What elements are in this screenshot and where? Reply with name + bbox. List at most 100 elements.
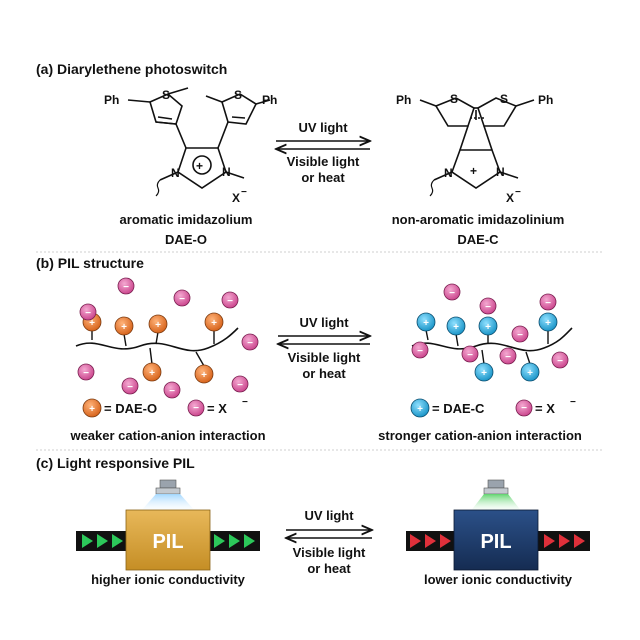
svg-text:−: − — [193, 403, 199, 414]
cation-open-sign: + — [149, 368, 155, 379]
n-label: N — [222, 165, 231, 179]
cation-open-sign: + — [155, 320, 161, 331]
pil-label-left: PIL — [152, 531, 183, 553]
anion-sign: − — [557, 356, 563, 367]
legend-anion-left — [187, 399, 205, 417]
legend-x-right: = X — [535, 401, 555, 416]
flow-arrow-icon — [112, 534, 123, 548]
flow-arrow-icon — [544, 534, 555, 548]
minus-sup: − — [570, 397, 576, 408]
anion-sign: − — [485, 302, 491, 313]
caption-stronger: stronger cation-anion interaction — [378, 428, 582, 443]
legend-right: + = DAE-C − = X − — [410, 397, 576, 418]
anion — [241, 333, 259, 351]
lamp-green — [487, 479, 505, 489]
arrows-c — [286, 530, 372, 538]
n-label: N — [444, 166, 453, 180]
flow-arrow-icon — [244, 534, 255, 548]
dae-c-name: DAE-C — [457, 232, 499, 247]
ions-left: ++++++−−−−−−−−− — [77, 277, 259, 399]
anion-sign: − — [237, 380, 243, 391]
arrows-b — [278, 336, 370, 344]
caption-lower: lower ionic conductivity — [424, 572, 573, 587]
legend-dae-c: = DAE-C — [432, 401, 485, 416]
cation-open-sign: + — [89, 318, 95, 329]
flow-arrow-icon — [229, 534, 240, 548]
cation-closed-sign: + — [485, 322, 491, 333]
cation-open — [204, 312, 224, 332]
uv-light-label: UV light — [304, 508, 354, 523]
cation-closed — [478, 316, 498, 336]
anion-sign: − — [247, 338, 253, 349]
ions-right: ++++++−−−−−−−− — [411, 283, 569, 382]
section-a-heading: (a) Diarylethene photoswitch — [36, 61, 227, 77]
cation-open-sign: + — [121, 322, 127, 333]
chain-branches-right — [425, 329, 549, 365]
green-arrows — [214, 534, 255, 548]
anion-sign: − — [449, 288, 455, 299]
anion — [173, 289, 191, 307]
svg-text:+: + — [89, 404, 95, 415]
anion-sign: − — [123, 282, 129, 293]
cation-closed-sign: + — [453, 322, 459, 333]
cation-closed — [416, 312, 436, 332]
anion — [443, 283, 461, 301]
cation-closed — [520, 362, 540, 382]
arrows-a — [276, 141, 370, 149]
cation-open — [148, 314, 168, 334]
n-label: N — [171, 166, 180, 180]
section-c-heading: (c) Light responsive PIL — [36, 455, 195, 471]
svg-text:+: + — [417, 404, 423, 415]
minus-sup: − — [241, 187, 247, 198]
anion — [461, 345, 479, 363]
visible-light-label: Visible light — [288, 350, 361, 365]
plus-label: + — [470, 164, 477, 178]
chain-branches-left — [91, 330, 215, 367]
cation-closed-sign: + — [481, 368, 487, 379]
legend-left: + = DAE-O − = X − — [82, 397, 248, 418]
dae-o-desc: aromatic imidazolium — [120, 212, 253, 227]
anion — [79, 303, 97, 321]
minus-sup: − — [242, 397, 248, 408]
s-label: S — [162, 88, 170, 102]
pil-block-open — [125, 509, 211, 571]
anion-sign: − — [517, 330, 523, 341]
x-label: X — [232, 191, 240, 205]
ph-label: Ph — [396, 93, 411, 107]
light-beam-blue — [140, 494, 196, 512]
ph-label: Ph — [262, 93, 277, 107]
or-heat-label: or heat — [307, 561, 351, 576]
flow-arrow-icon — [97, 534, 108, 548]
flow-arrow-icon — [574, 534, 585, 548]
pil-block-closed — [453, 509, 539, 571]
conductor-right: PIL — [406, 479, 590, 571]
uv-light-label: UV light — [299, 315, 349, 330]
anion-sign: − — [85, 308, 91, 319]
flow-arrow-icon — [82, 534, 93, 548]
anion — [551, 351, 569, 369]
anion — [163, 381, 181, 399]
dae-o-structure — [127, 87, 271, 197]
cation-closed — [474, 362, 494, 382]
legend-x-left: = X — [207, 401, 227, 416]
polymer-chain-left — [75, 327, 239, 352]
pil-label-right: PIL — [480, 531, 511, 553]
minus-sup: − — [515, 187, 521, 198]
legend-anion-right — [515, 399, 533, 417]
s-label: S — [450, 92, 458, 106]
conductor-left: PIL — [76, 479, 260, 571]
dae-c-structure — [419, 97, 535, 197]
caption-higher: higher ionic conductivity — [91, 572, 246, 587]
s-label: S — [500, 92, 508, 106]
anion — [121, 377, 139, 395]
cation-closed-sign: + — [527, 368, 533, 379]
cation-closed — [446, 316, 466, 336]
anion — [231, 375, 249, 393]
flow-arrow-icon — [559, 534, 570, 548]
uv-light-label: UV light — [298, 120, 348, 135]
flow-arrow-icon — [425, 534, 436, 548]
anion-sign: − — [417, 346, 423, 357]
flow-arrow-icon — [440, 534, 451, 548]
s-label: S — [234, 88, 242, 102]
